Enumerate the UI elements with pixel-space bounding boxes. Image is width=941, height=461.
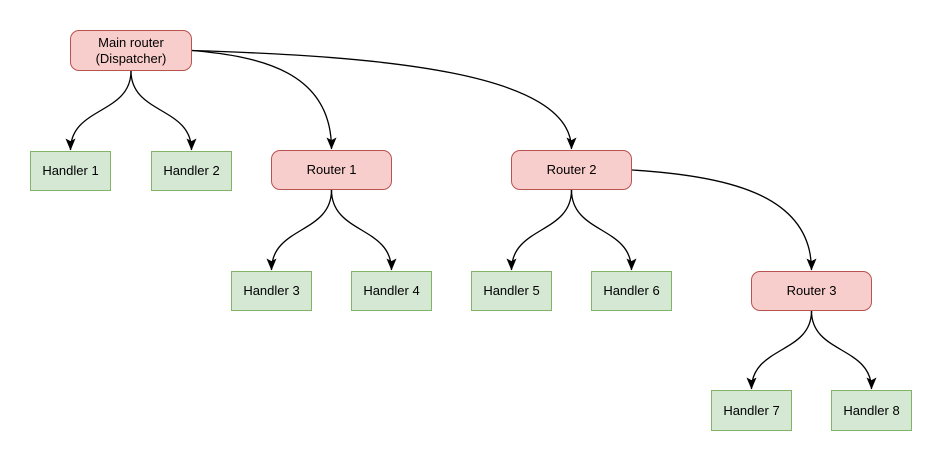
node-handler-1: Handler 1 [30, 151, 111, 191]
edge-r1-to-h4 [330, 189, 397, 271]
node-handler-4: Handler 4 [351, 271, 432, 311]
edge-r3-to-h7 [746, 310, 813, 390]
edge-r1-to-h3 [266, 189, 333, 271]
node-handler-3: Handler 3 [231, 271, 312, 311]
edge-main-to-r2 [191, 49, 577, 150]
edge-main-to-h1 [65, 70, 132, 151]
node-main-router-dispatcher: Main router (Dispatcher) [70, 30, 192, 71]
edge-r3-to-h8 [810, 310, 877, 390]
node-handler-6: Handler 6 [591, 271, 672, 311]
node-router-1: Router 1 [271, 150, 392, 190]
edge-main-to-r1 [191, 49, 337, 150]
edge-r2-to-h6 [570, 189, 637, 271]
node-router-2: Router 2 [511, 150, 632, 190]
node-handler-7: Handler 7 [711, 390, 792, 431]
node-handler-8: Handler 8 [831, 390, 912, 431]
edge-r2-to-h5 [506, 189, 573, 271]
edge-main-to-h2 [130, 70, 197, 151]
node-router-3: Router 3 [751, 271, 872, 311]
node-handler-5: Handler 5 [471, 271, 552, 311]
edge-r2-to-r3 [631, 169, 817, 271]
node-handler-2: Handler 2 [151, 151, 232, 191]
